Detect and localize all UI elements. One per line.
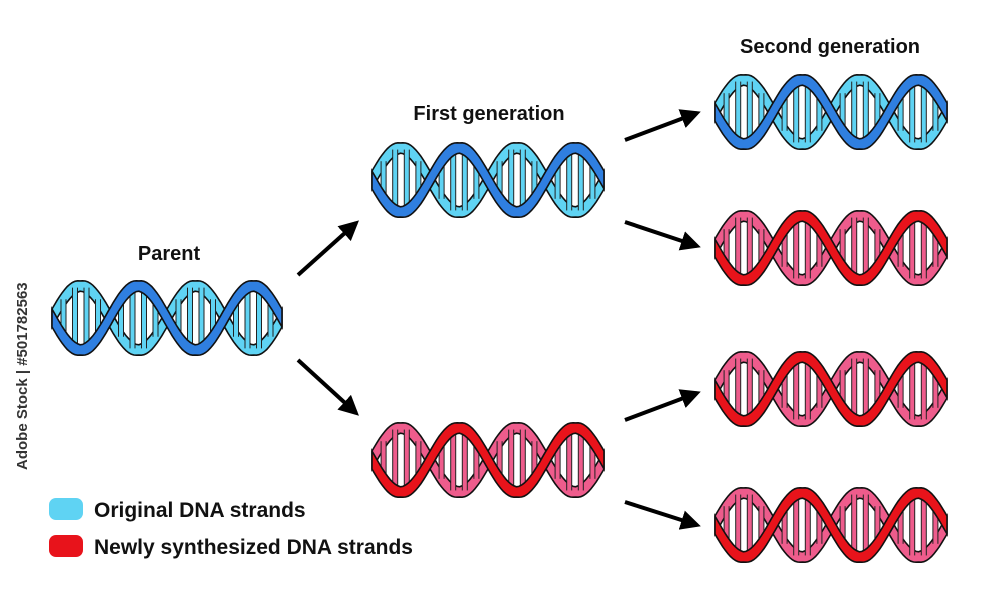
front-strand	[371, 141, 605, 219]
front-strand	[371, 421, 605, 499]
legend-label-new: Newly synthesized DNA strands	[94, 536, 413, 559]
second-gen-2-dna-helix	[714, 209, 948, 287]
front-strand	[714, 486, 948, 564]
front-strand	[714, 350, 948, 428]
front-strand	[714, 209, 948, 287]
arrow-parent-to-gen1-bottom	[296, 358, 359, 416]
second-gen-4-dna-helix	[714, 486, 948, 564]
legend: Original DNA strands Newly synthesized D…	[49, 498, 413, 559]
arrow-parent-to-gen1-top	[296, 220, 359, 277]
legend-swatch-new	[49, 535, 83, 557]
first-gen-bottom-dna-helix	[371, 421, 605, 499]
second-gen-1-dna-helix	[714, 73, 948, 151]
arrow-gen1-top-to-gen2-1	[624, 109, 701, 142]
first-gen-top-dna-helix	[371, 141, 605, 219]
arrows	[296, 109, 701, 530]
side-stock-id: Adobe Stock | #501782563	[14, 282, 31, 470]
arrow-gen1-bottom-to-gen2-4	[624, 500, 701, 530]
second-gen-3-dna-helix	[714, 350, 948, 428]
legend-swatch-original	[49, 498, 83, 520]
parent-dna-helix	[51, 279, 283, 357]
front-strand	[714, 73, 948, 151]
front-strand	[51, 279, 283, 357]
parent-label: Parent	[138, 243, 201, 265]
arrow-gen1-top-to-gen2-2	[624, 220, 701, 251]
second-generation-label: Second generation	[740, 36, 920, 58]
legend-label-original: Original DNA strands	[94, 499, 306, 522]
first-generation-label: First generation	[413, 103, 564, 125]
arrow-gen1-bottom-to-gen2-3	[624, 389, 701, 422]
